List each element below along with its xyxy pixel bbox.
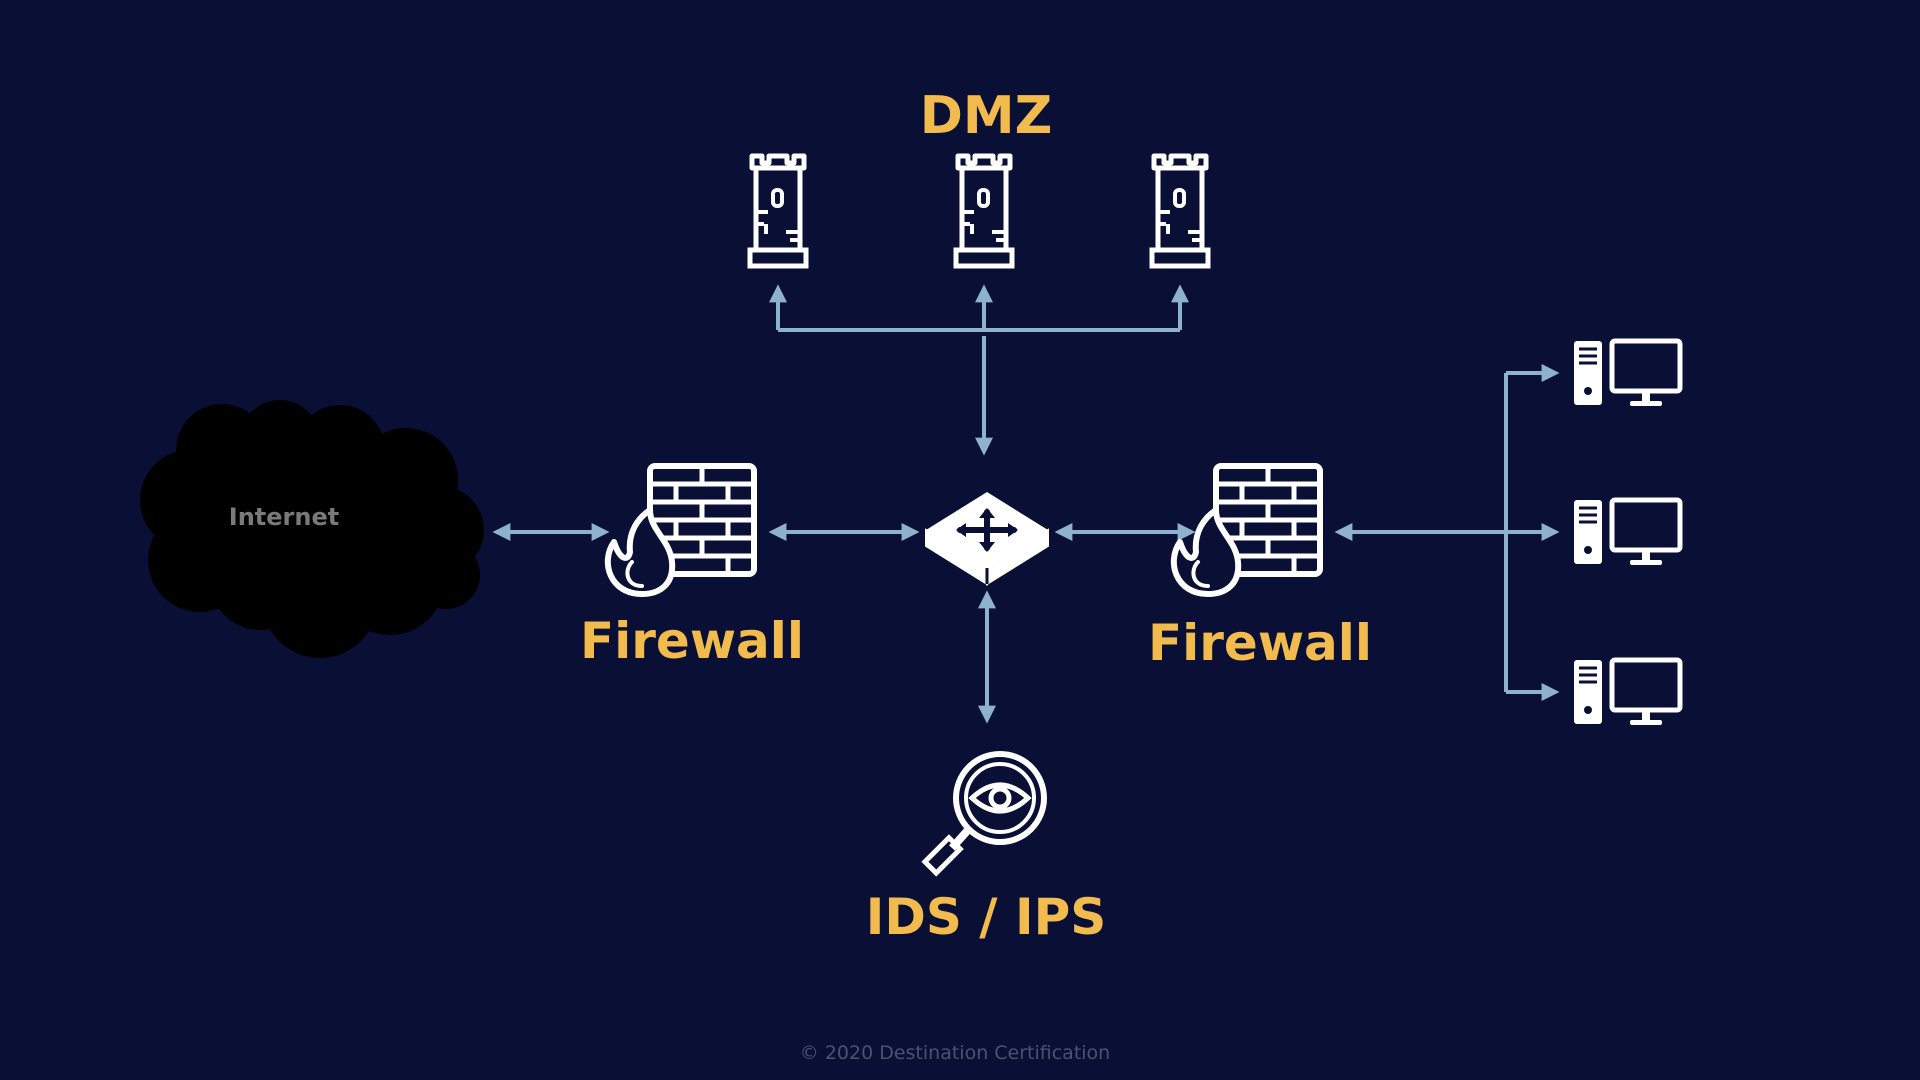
firewall-icon (608, 466, 754, 594)
workstation-icon (1574, 500, 1680, 565)
tower-icon (956, 156, 1012, 266)
firewall-right-label: Firewall (1147, 614, 1373, 672)
internet-label: Internet (228, 503, 340, 531)
tower-icon (1152, 156, 1208, 266)
workstation-icon (1574, 341, 1680, 406)
workstation-icon (1574, 660, 1680, 725)
dmz-label: DMZ (919, 86, 1053, 146)
ids-ips-label: IDS / IPS (865, 888, 1107, 946)
firewall-icon (1174, 466, 1320, 594)
firewall-left-label: Firewall (579, 612, 805, 670)
copyright-footer: © 2020 Destination Certification (799, 1042, 1111, 1064)
magnifier-eye-icon (921, 751, 1047, 877)
network-switch-icon (925, 492, 1049, 586)
cloud-icon (140, 400, 484, 658)
connectors (492, 284, 1560, 724)
tower-icon (750, 156, 806, 266)
